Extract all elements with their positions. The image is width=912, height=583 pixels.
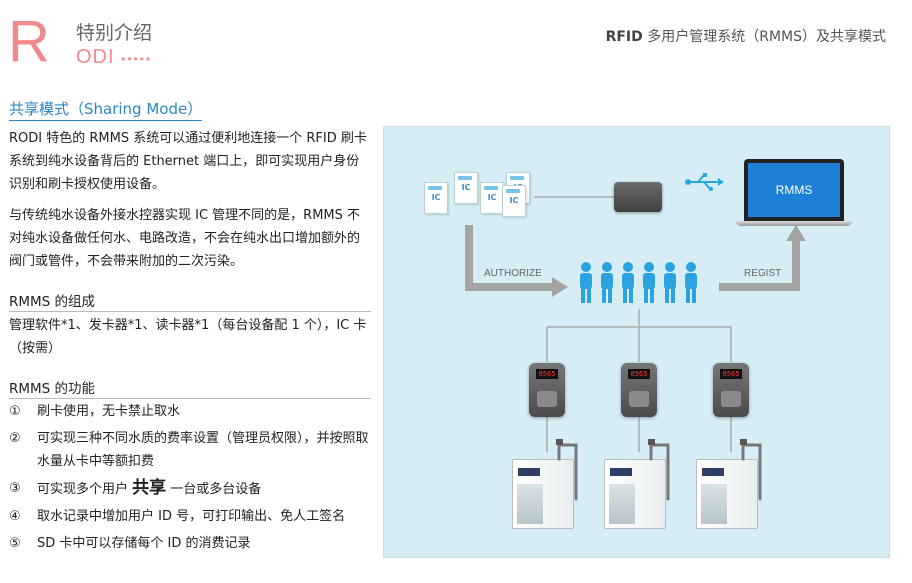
regist-label: REGIST	[744, 268, 782, 279]
divider	[9, 398, 371, 399]
user-icon	[664, 262, 676, 303]
wall-reader-icon: 8565	[713, 363, 749, 417]
page-header-title: RFID 多用户管理系统（RMMS）及共享模式	[605, 29, 886, 45]
wall-reader-icon: 8565	[529, 363, 565, 417]
emphasis-text: 共享	[132, 478, 167, 498]
section-title: 共享模式（Sharing Mode）	[9, 98, 203, 121]
authorize-label: AUTHORIZE	[484, 268, 542, 279]
rodi-logo: R 特别介绍 ODI •••••	[8, 9, 178, 74]
usb-icon	[685, 173, 724, 191]
logo-title: 特别介绍	[76, 22, 153, 44]
divider	[9, 311, 371, 312]
intro-paragraph-1: RODI 特色的 RMMS 系统可以通过便利地连接一个 RFID 刷卡系统到纯水…	[9, 131, 367, 192]
features-heading: RMMS 的功能	[9, 381, 96, 397]
logo-subtitle: ODI •••••	[76, 46, 153, 68]
composition-heading: RMMS 的组成	[9, 294, 96, 310]
users-group	[580, 262, 697, 303]
user-icon	[622, 262, 634, 303]
user-icon	[580, 262, 592, 303]
user-icon	[601, 262, 613, 303]
user-icon	[643, 262, 655, 303]
water-purifier-icon	[696, 459, 758, 529]
laptop-icon: RMMS	[744, 159, 844, 221]
water-purifier-icon	[512, 459, 574, 529]
logo-letter: R	[8, 9, 50, 74]
laptop-base	[736, 221, 852, 226]
connector-lines	[465, 196, 806, 452]
dispenser-arms	[556, 439, 762, 501]
user-icon	[685, 262, 697, 303]
laptop-screen-label: RMMS	[748, 163, 840, 217]
ic-card-icon: IC	[424, 182, 448, 214]
intro-paragraph-2: 与传统纯水设备外接水控器实现 IC 管理不同的是，RMMS 不对纯水设备做任何水…	[9, 208, 361, 269]
ic-card-icon: IC	[502, 185, 526, 217]
water-purifier-icon	[604, 459, 666, 529]
card-reader-icon	[614, 182, 662, 212]
wall-reader-icon: 8565	[621, 363, 657, 417]
rmms-diagram: IC IC IC IC IC RMMS AU	[383, 126, 890, 558]
composition-text: 管理软件*1、发卡器*1、读卡器*1（每台设备配 1 个），IC 卡（按需）	[9, 318, 367, 356]
ic-card-icon: IC	[454, 172, 478, 204]
